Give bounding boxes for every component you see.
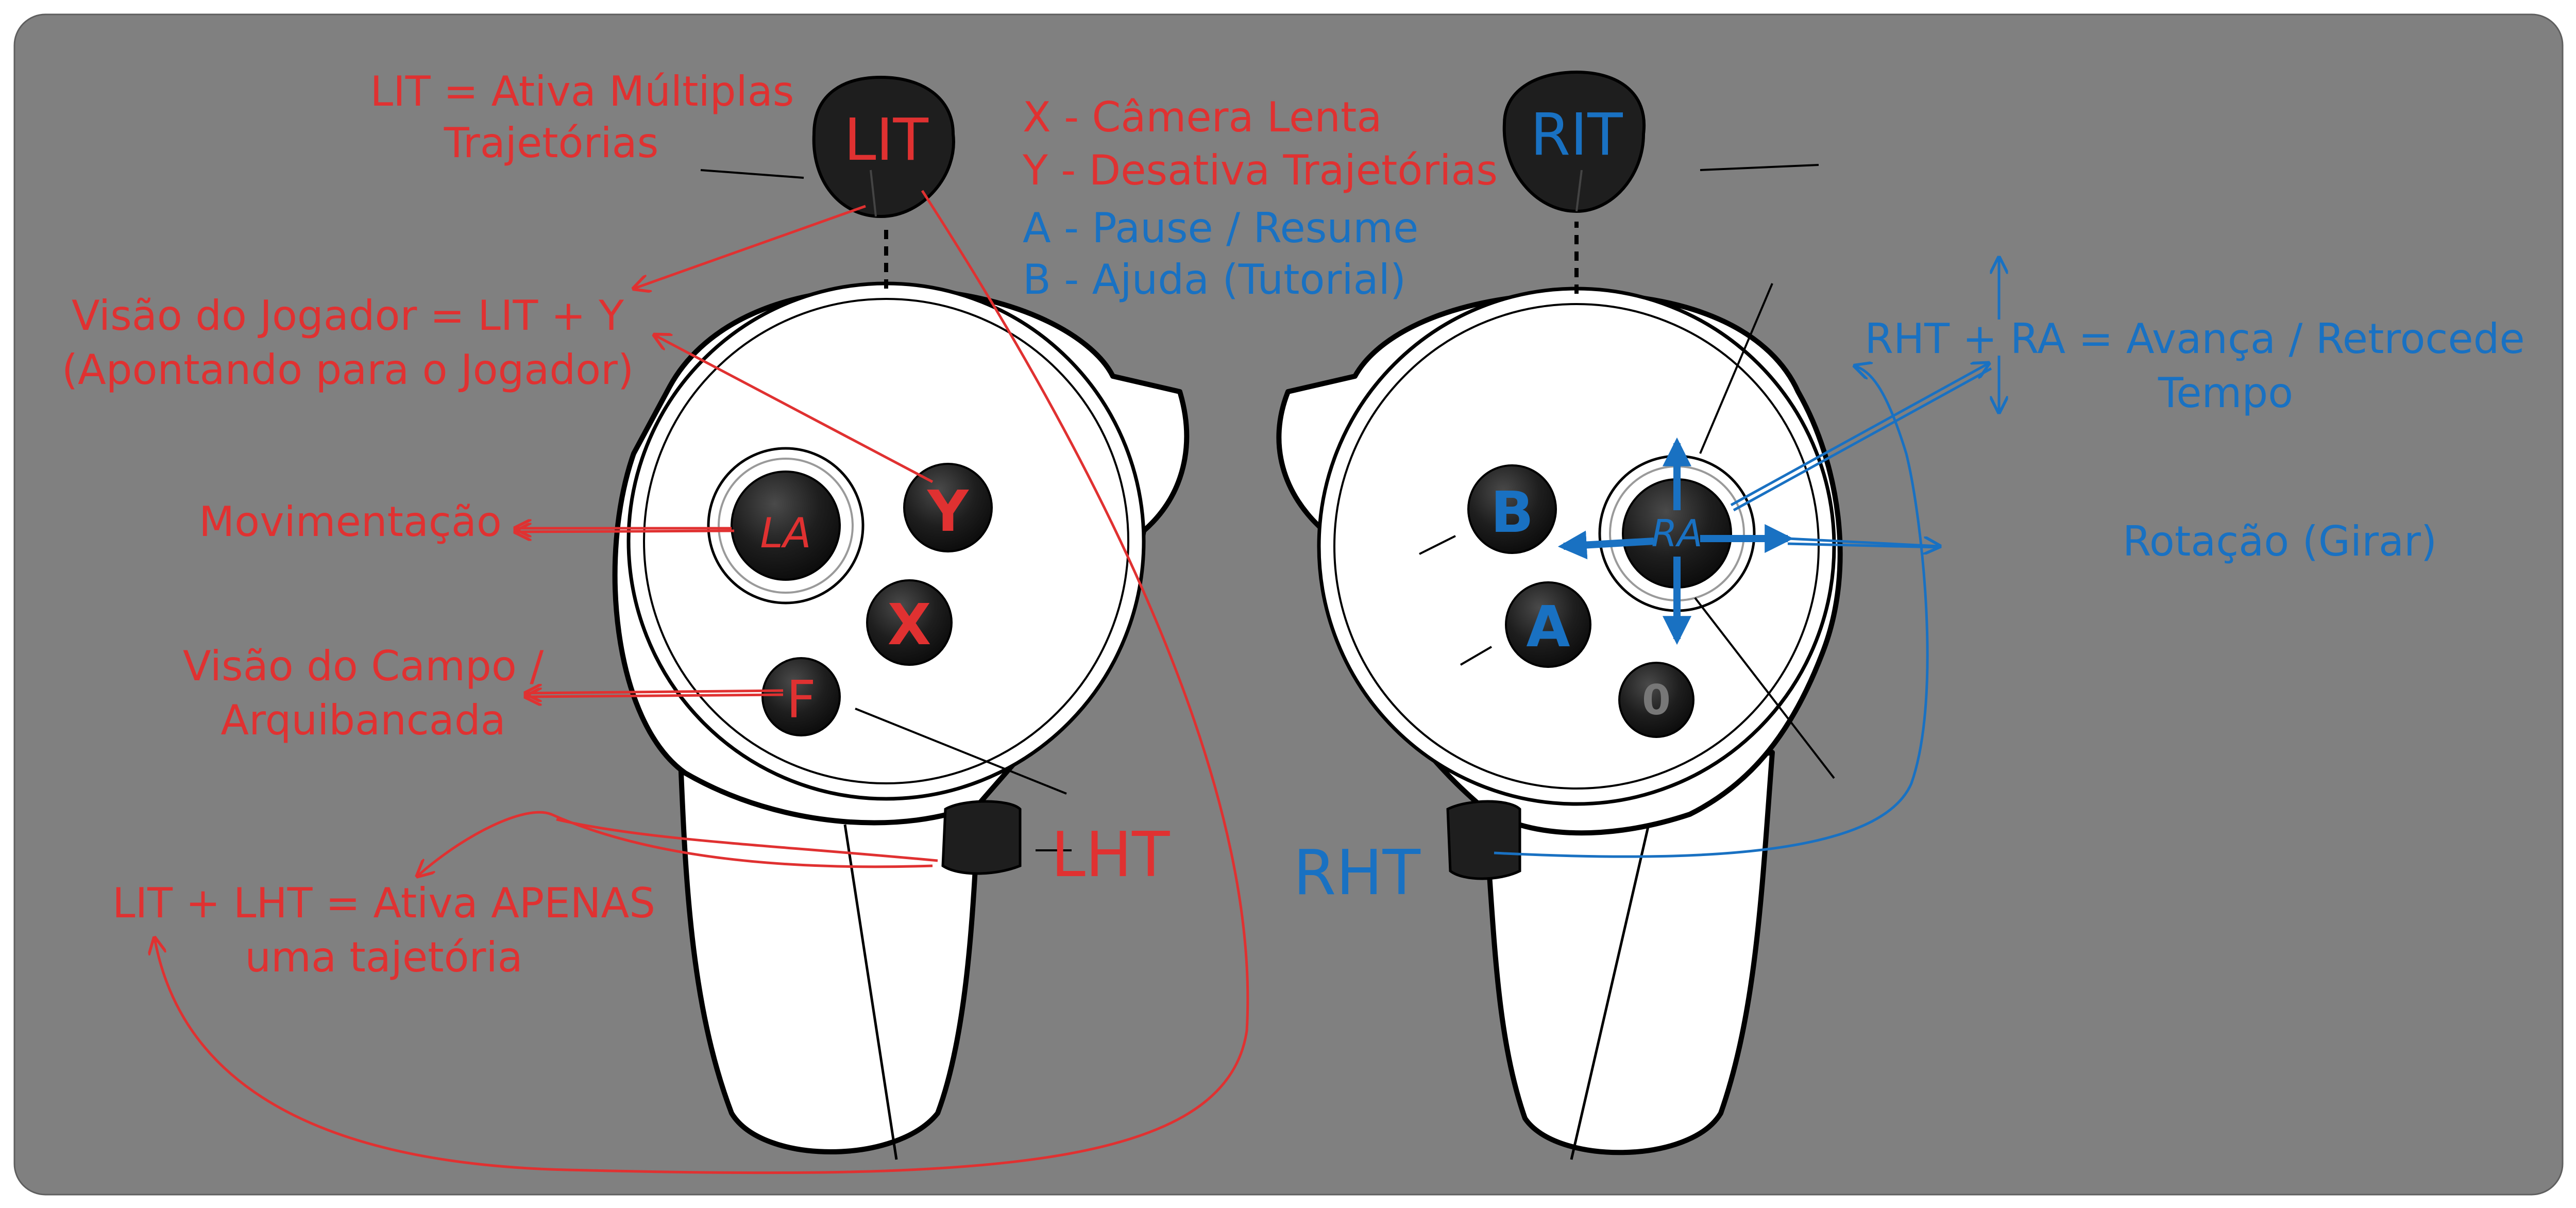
rht-trigger-label: RHT xyxy=(1293,837,1421,909)
time-control-line1: RHT + RA = Avança / Retrocede xyxy=(1865,315,2524,363)
x-button-label: X xyxy=(888,592,931,658)
field-view-line2: Arquibancada xyxy=(221,696,505,744)
la-thumbstick-label: LA xyxy=(760,509,811,557)
left-controller-handle xyxy=(677,745,981,1154)
lit-trigger[interactable] xyxy=(812,75,955,219)
left-controller: LIT LA Y X F xyxy=(612,75,1190,1160)
rotation-label: Rotação (Girar) xyxy=(2123,517,2437,565)
menu-button[interactable] xyxy=(1618,662,1694,738)
legend-x: X - Câmera Lenta xyxy=(1023,93,1382,141)
y-button-label: Y xyxy=(926,478,969,544)
y-button[interactable] xyxy=(903,463,993,552)
rit-trigger[interactable] xyxy=(1502,70,1646,213)
right-annotations: A - Pause / Resume B - Ajuda (Tutorial) … xyxy=(1023,204,2525,565)
time-control-line2: Tempo xyxy=(2158,369,2293,417)
right-controller: RIT B A 0 RA xyxy=(1276,70,1843,1160)
lit-multi-line1: LIT = Ativa Múltiplas xyxy=(370,68,794,115)
legend-y: Y - Desativa Trajetórias xyxy=(1022,146,1498,194)
rit-trigger-label: RIT xyxy=(1530,102,1623,169)
single-trajectory-line1: LIT + LHT = Ativa APENAS xyxy=(112,879,655,927)
lit-multi-line2: Trajetórias xyxy=(444,119,659,167)
menu-button-label: 0 xyxy=(1642,676,1671,724)
movement-label: Movimentação xyxy=(199,498,502,546)
lht-trigger[interactable] xyxy=(941,800,1022,875)
legend-a: A - Pause / Resume xyxy=(1023,204,1418,252)
background-panel xyxy=(13,13,2564,1196)
f-button-label: F xyxy=(786,669,816,730)
left-annotations: LIT = Ativa Múltiplas Trajetórias Visão … xyxy=(62,68,1498,981)
a-button[interactable] xyxy=(1505,581,1591,668)
player-view-line1: Visão do Jogador = LIT + Y xyxy=(72,292,624,340)
ra-direction-arrows xyxy=(1557,437,1794,645)
lit-trigger-label: LIT xyxy=(844,107,928,174)
f-button[interactable] xyxy=(761,657,841,736)
b-button-label: B xyxy=(1490,479,1534,545)
right-controller-handle[interactable] xyxy=(1481,750,1775,1155)
single-trajectory-line2: uma tajetória xyxy=(245,933,522,981)
rht-trigger[interactable] xyxy=(1446,800,1521,880)
field-view-line1: Visão do Campo / xyxy=(183,642,544,690)
ra-thumbstick-label: RA xyxy=(1651,512,1702,555)
left-connectors xyxy=(155,190,1249,1175)
la-thumbstick[interactable] xyxy=(731,471,841,581)
b-button[interactable] xyxy=(1467,464,1557,554)
legend-b: B - Ajuda (Tutorial) xyxy=(1023,256,1406,304)
lht-trigger-label: LHT xyxy=(1051,819,1170,891)
a-button-label: A xyxy=(1526,594,1570,660)
player-view-line2: (Apontando para o Jogador) xyxy=(62,346,634,394)
right-connectors xyxy=(1494,258,1999,858)
x-button[interactable] xyxy=(866,579,953,666)
